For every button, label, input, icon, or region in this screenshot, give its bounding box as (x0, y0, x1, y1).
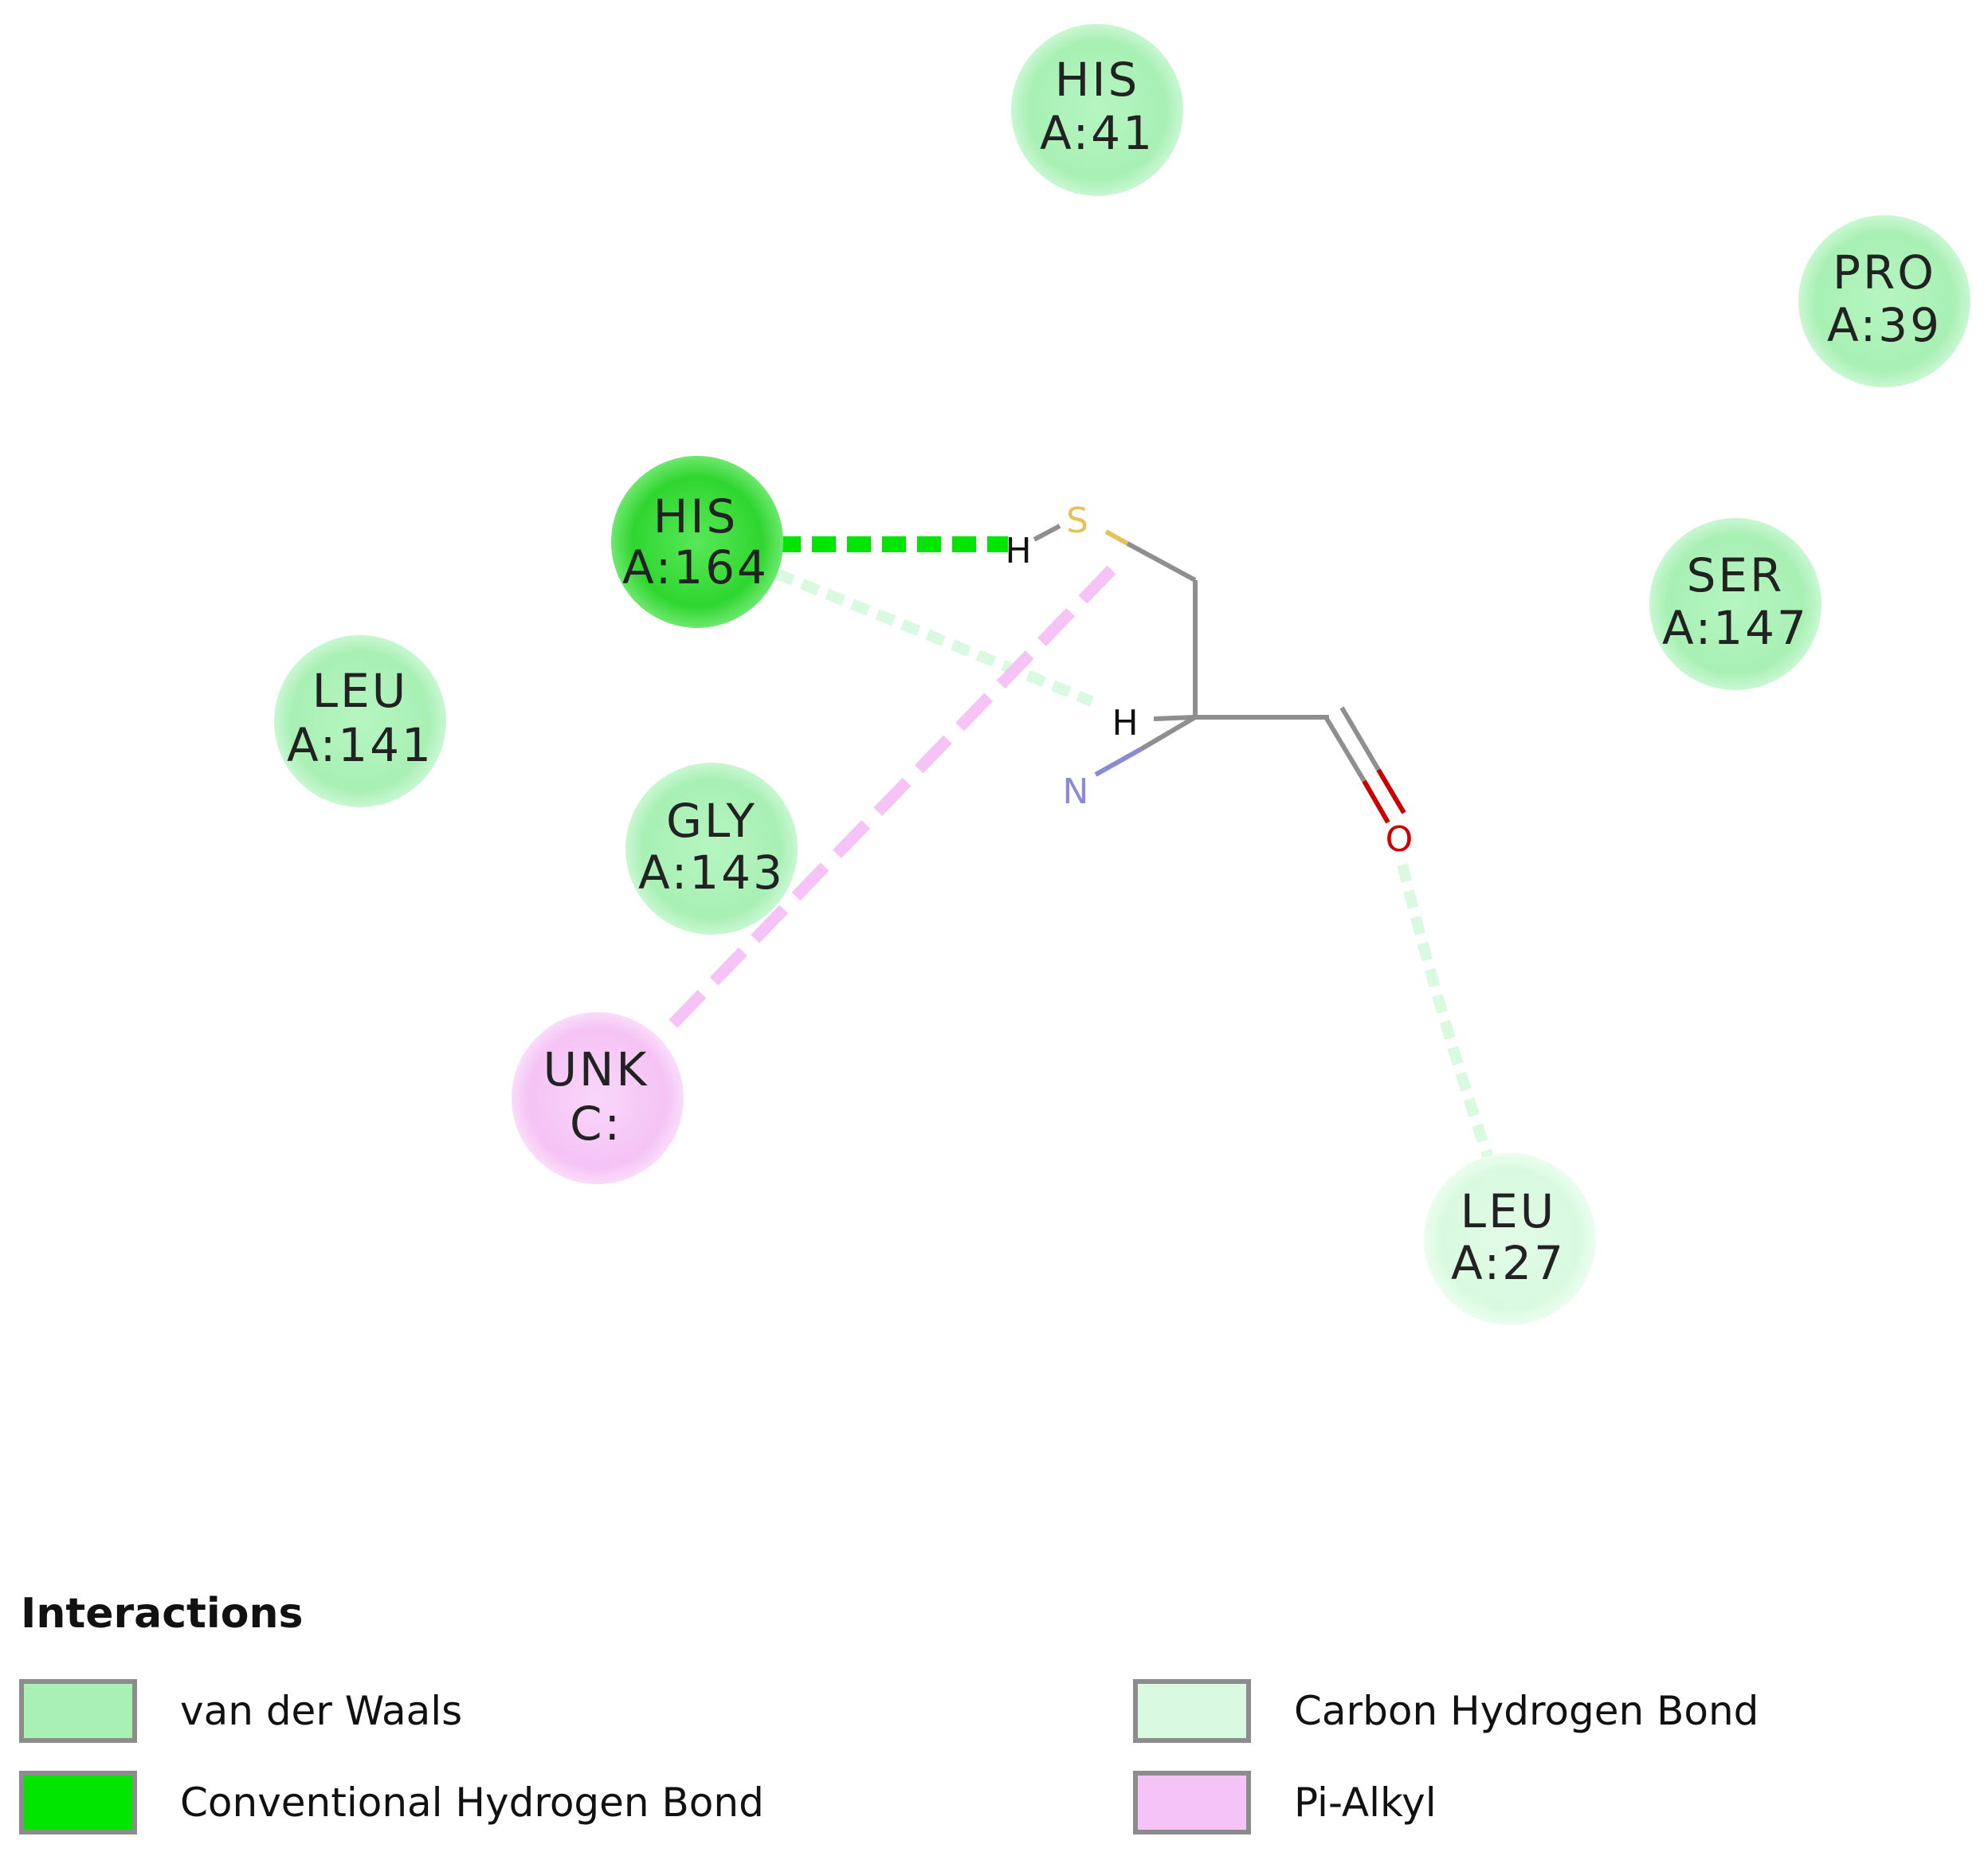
residue-name: LEU (1461, 1184, 1556, 1238)
bond-c-o-1b (1362, 779, 1390, 824)
legend-item-conventional-hbond: Conventional Hydrogen Bond (19, 1771, 764, 1834)
ligand-atoms: S H H N O (1005, 500, 1413, 860)
residue-name: SER (1687, 548, 1785, 602)
atom-s: S (1066, 500, 1088, 541)
legend-label: Pi-Alkyl (1294, 1780, 1437, 1826)
residue-name: UNK (543, 1042, 649, 1097)
residue-position: A:164 (622, 540, 769, 594)
bond-c-o-2a (1339, 706, 1381, 771)
residue-leu141: LEU A:141 (274, 635, 446, 807)
residue-ser147: SER A:147 (1649, 518, 1821, 690)
legend-label: van der Waals (180, 1688, 463, 1734)
bond-ca-h (1153, 715, 1196, 721)
residue-name: PRO (1833, 245, 1936, 300)
legend-item-carbon-hbond: Carbon Hydrogen Bond (1133, 1679, 1759, 1743)
legend-swatch (19, 1771, 137, 1834)
residue-his41: HIS A:41 (1011, 24, 1183, 196)
residue-name: GLY (666, 794, 757, 848)
atom-h-alpha: H (1112, 703, 1138, 744)
residue-position: A:147 (1662, 601, 1809, 655)
legend-label: Conventional Hydrogen Bond (180, 1780, 764, 1826)
residue-position: A:143 (638, 846, 785, 900)
residue-name: HIS (1055, 53, 1140, 107)
legend-swatch (19, 1679, 137, 1743)
residue-unk: UNK C: (512, 1012, 684, 1184)
interaction-lines (657, 536, 1496, 1166)
residue-leu27: LEU A:27 (1424, 1153, 1596, 1325)
residue-pro39: PRO A:39 (1798, 215, 1970, 387)
bond-ca-n-gray (1139, 715, 1197, 751)
residue-position: A:39 (1827, 298, 1942, 352)
bond-c-o-2b (1376, 768, 1406, 814)
carbon-hbond-line-his164 (774, 568, 1094, 707)
legend-title: Interactions (21, 1590, 304, 1638)
bond-h-s (1033, 524, 1061, 542)
bond-s-ch2 (1104, 529, 1129, 546)
legend-swatch (1133, 1679, 1251, 1743)
carbon-hbond-line-leu27 (1397, 863, 1496, 1166)
legend-label: Carbon Hydrogen Bond (1294, 1688, 1759, 1734)
atom-h-thiol: H (1005, 531, 1031, 571)
bond-c-o-1a (1323, 716, 1367, 783)
residue-name: LEU (312, 664, 408, 718)
pi-alkyl-line (657, 565, 1116, 1041)
legend-swatch (1133, 1771, 1251, 1834)
bond-s-ch2-gray (1126, 541, 1197, 583)
residue-position: C: (570, 1097, 622, 1151)
atom-o: O (1386, 819, 1414, 860)
atom-n: N (1063, 771, 1089, 812)
ligand-bonds (1033, 524, 1406, 824)
residue-position: A:41 (1040, 106, 1155, 160)
residue-his164: HIS A:164 (611, 456, 783, 628)
residue-position: A:27 (1451, 1236, 1566, 1290)
bond-ca-n-blue (1094, 747, 1143, 777)
residue-name: HIS (653, 489, 739, 543)
residue-position: A:141 (287, 718, 433, 772)
legend-item-van-der-waals: van der Waals (19, 1679, 462, 1743)
residue-gly143: GLY A:143 (625, 763, 798, 935)
legend-item-pi-alkyl: Pi-Alkyl (1133, 1771, 1437, 1834)
